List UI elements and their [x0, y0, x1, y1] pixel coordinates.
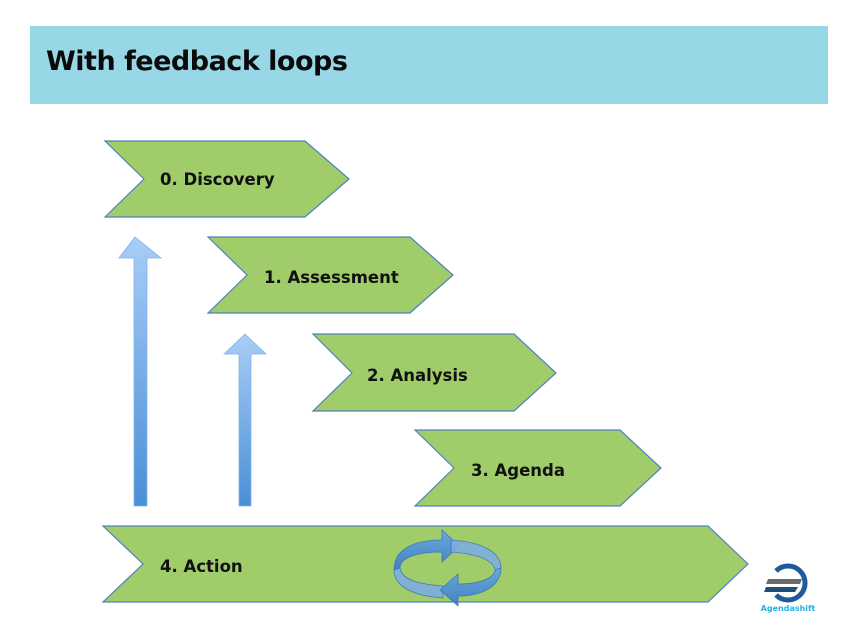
logo-text: Agendashift	[761, 604, 816, 613]
title-banner: With feedback loops	[30, 26, 828, 104]
feedback-arrow-to-assessment	[223, 333, 267, 507]
stage-chevron-assessment: 1. Assessment	[206, 236, 454, 314]
cycle-arrows-icon	[393, 529, 502, 607]
agendashift-logo: Agendashift	[761, 563, 816, 613]
stage-label: 0. Discovery	[160, 170, 275, 189]
stage-chevron-action: 4. Action	[101, 525, 749, 603]
stage-label: 3. Agenda	[471, 461, 565, 480]
stage-label: 1. Assessment	[264, 268, 399, 287]
page-title: With feedback loops	[46, 46, 348, 77]
stage-label: 4. Action	[160, 557, 243, 576]
logo-mark-icon	[764, 563, 808, 603]
feedback-arrow-to-discovery	[118, 236, 163, 507]
stage-chevron-agenda: 3. Agenda	[413, 429, 662, 507]
stage-label: 2. Analysis	[367, 366, 468, 385]
stage-chevron-discovery: 0. Discovery	[103, 140, 350, 218]
stage-chevron-analysis: 2. Analysis	[311, 333, 557, 412]
